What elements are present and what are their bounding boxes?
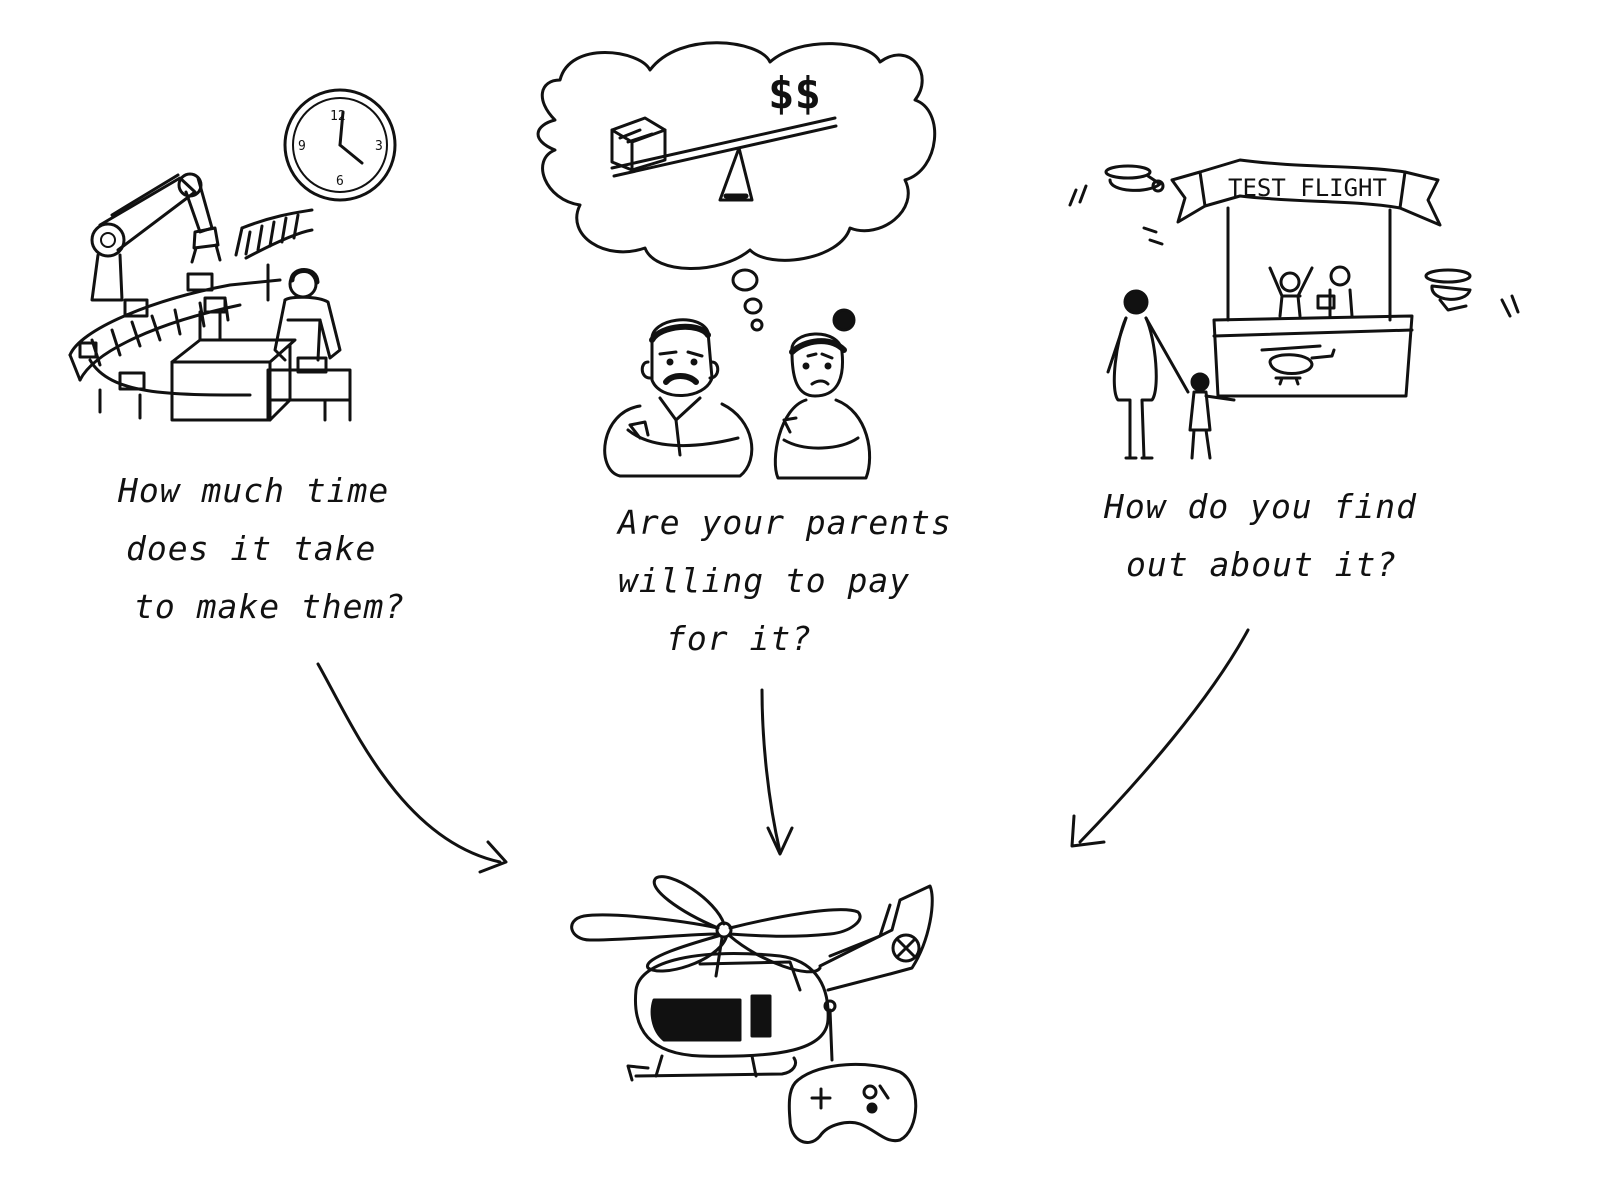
clock-number-9: 9	[298, 139, 306, 154]
father-figure	[603, 318, 754, 478]
question-line: out about it?	[1126, 545, 1398, 584]
question-line: How much time	[118, 471, 390, 510]
factory-worker	[266, 268, 352, 422]
arrow-right	[1070, 628, 1250, 848]
toy-helicopter-icon	[570, 875, 934, 1082]
test-flight-booth: TEST FLIGHT	[1170, 158, 1442, 398]
question-line: willing to pay	[618, 561, 911, 600]
question-line: does it take	[126, 529, 377, 568]
booth-banner-text: TEST FLIGHT	[1228, 174, 1387, 202]
arrow-middle	[760, 688, 794, 856]
adult-and-child	[1106, 289, 1236, 460]
conveyor-belt	[68, 208, 314, 420]
clock-number-12: 12	[330, 109, 346, 124]
money-symbols: $$	[768, 68, 821, 119]
question-line: for it?	[666, 619, 813, 658]
question-line: to make them?	[134, 587, 406, 626]
question-line: How do you find	[1104, 487, 1418, 526]
mother-figure	[773, 308, 872, 480]
work-table	[170, 310, 297, 422]
question-line: Are your parents	[618, 503, 952, 542]
question-find-out: How do you find out about it?	[1104, 478, 1417, 594]
flying-drones	[1068, 164, 1520, 318]
clock-number-6: 6	[336, 174, 344, 189]
thought-cloud: $$	[536, 41, 937, 332]
toy-helicopter-small-icon	[1424, 268, 1520, 318]
price-scale-icon: $$	[610, 68, 838, 202]
question-production-time: How much time does it take to make them?	[118, 462, 405, 636]
remote-controller-icon	[787, 999, 918, 1144]
clock-number-3: 3	[375, 139, 383, 154]
question-parents-willing: Are your parents willing to pay for it?	[618, 494, 952, 668]
robot-arm-icon	[90, 172, 222, 302]
drone-icon	[1068, 164, 1165, 246]
clock-icon: 12 3 6 9	[283, 88, 397, 202]
factory-illustration: 12 3 6 9	[68, 88, 397, 422]
arrow-left	[316, 662, 508, 874]
